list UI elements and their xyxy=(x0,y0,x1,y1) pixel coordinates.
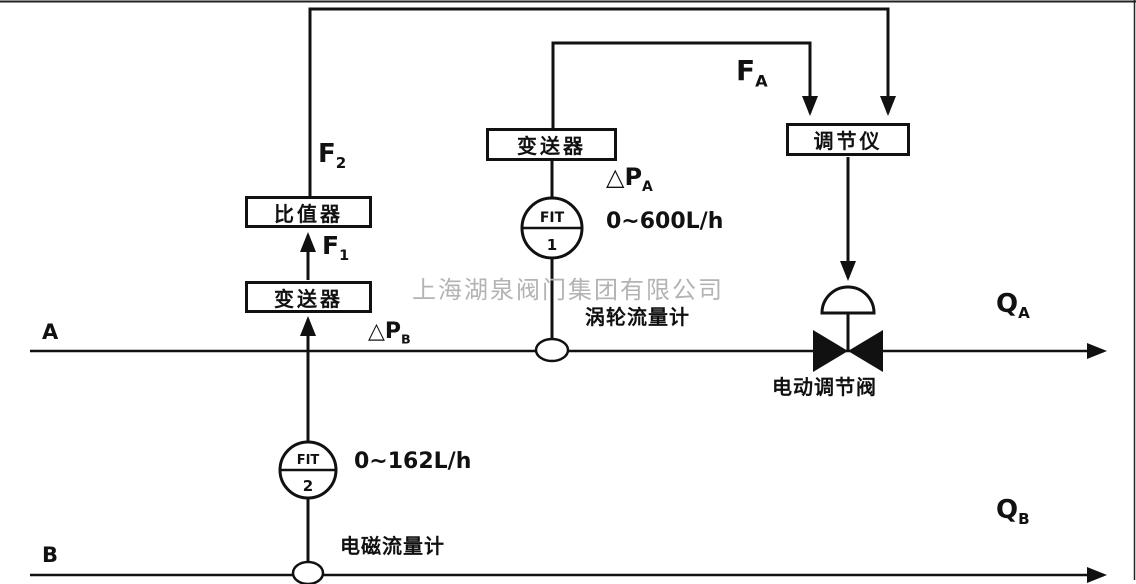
label-fa: FA xyxy=(736,54,768,91)
label-delta-pb-main: △P xyxy=(368,319,402,344)
label-f1-main: F xyxy=(322,231,340,260)
label-f1: F1 xyxy=(322,232,349,265)
label-range-top: 0~600L/h xyxy=(606,209,724,234)
label-f2: F2 xyxy=(318,140,346,172)
fit1-number: 1 xyxy=(547,236,557,254)
fit1-tag: FIT xyxy=(540,210,565,226)
label-fa-sub: A xyxy=(755,71,768,91)
controller-box: 调节仪 xyxy=(786,123,910,156)
label-qa-sub: A xyxy=(1018,304,1030,323)
signal-transmitter-to-controller xyxy=(551,41,818,128)
label-line-a: A xyxy=(42,320,59,344)
label-magnetic-flowmeter: 电磁流量计 xyxy=(340,534,445,558)
label-fa-main: F xyxy=(736,54,756,87)
label-qa-main: Q xyxy=(996,289,1019,319)
label-electric-control-valve: 电动调节阀 xyxy=(772,375,877,399)
watermark-text: 上海湖泉阀门集团有限公司 xyxy=(412,276,724,304)
valve-actuator-icon xyxy=(820,285,876,315)
transmitter-left-box: 变送器 xyxy=(245,281,372,313)
label-delta-pb: △PB xyxy=(368,319,411,348)
label-line-b: B xyxy=(42,543,59,567)
label-range-bottom: 0~162L/h xyxy=(354,449,472,474)
label-qb: QB xyxy=(996,496,1030,528)
fit2-number: 2 xyxy=(303,477,313,495)
fit1-instrument: FIT 1 xyxy=(520,196,584,260)
ratio-unit-box: 比值器 xyxy=(245,196,372,228)
label-qb-sub: B xyxy=(1018,510,1030,529)
label-qa: QA xyxy=(996,290,1030,322)
valve-body-right-icon xyxy=(848,330,883,372)
pipe-a-tap-junction xyxy=(534,337,570,363)
label-delta-pa: △PA xyxy=(606,164,653,195)
label-f1-sub: 1 xyxy=(339,248,350,264)
signal-ratio-to-controller xyxy=(308,7,896,196)
label-delta-pa-main: △P xyxy=(606,163,643,191)
valve-body-left-icon xyxy=(813,330,848,372)
label-f2-main: F xyxy=(318,139,336,169)
label-qb-main: Q xyxy=(996,495,1019,525)
label-turbine-flowmeter: 涡轮流量计 xyxy=(585,305,690,329)
transmitter-center-box: 变送器 xyxy=(486,128,617,161)
pipe-b-tap-junction xyxy=(291,560,325,584)
fit2-tag: FIT xyxy=(297,453,320,468)
label-f2-sub: 2 xyxy=(335,154,347,173)
fit2-instrument: FIT 2 xyxy=(278,440,338,500)
label-delta-pb-sub: B xyxy=(401,332,411,348)
label-delta-pa-sub: A xyxy=(642,178,653,195)
